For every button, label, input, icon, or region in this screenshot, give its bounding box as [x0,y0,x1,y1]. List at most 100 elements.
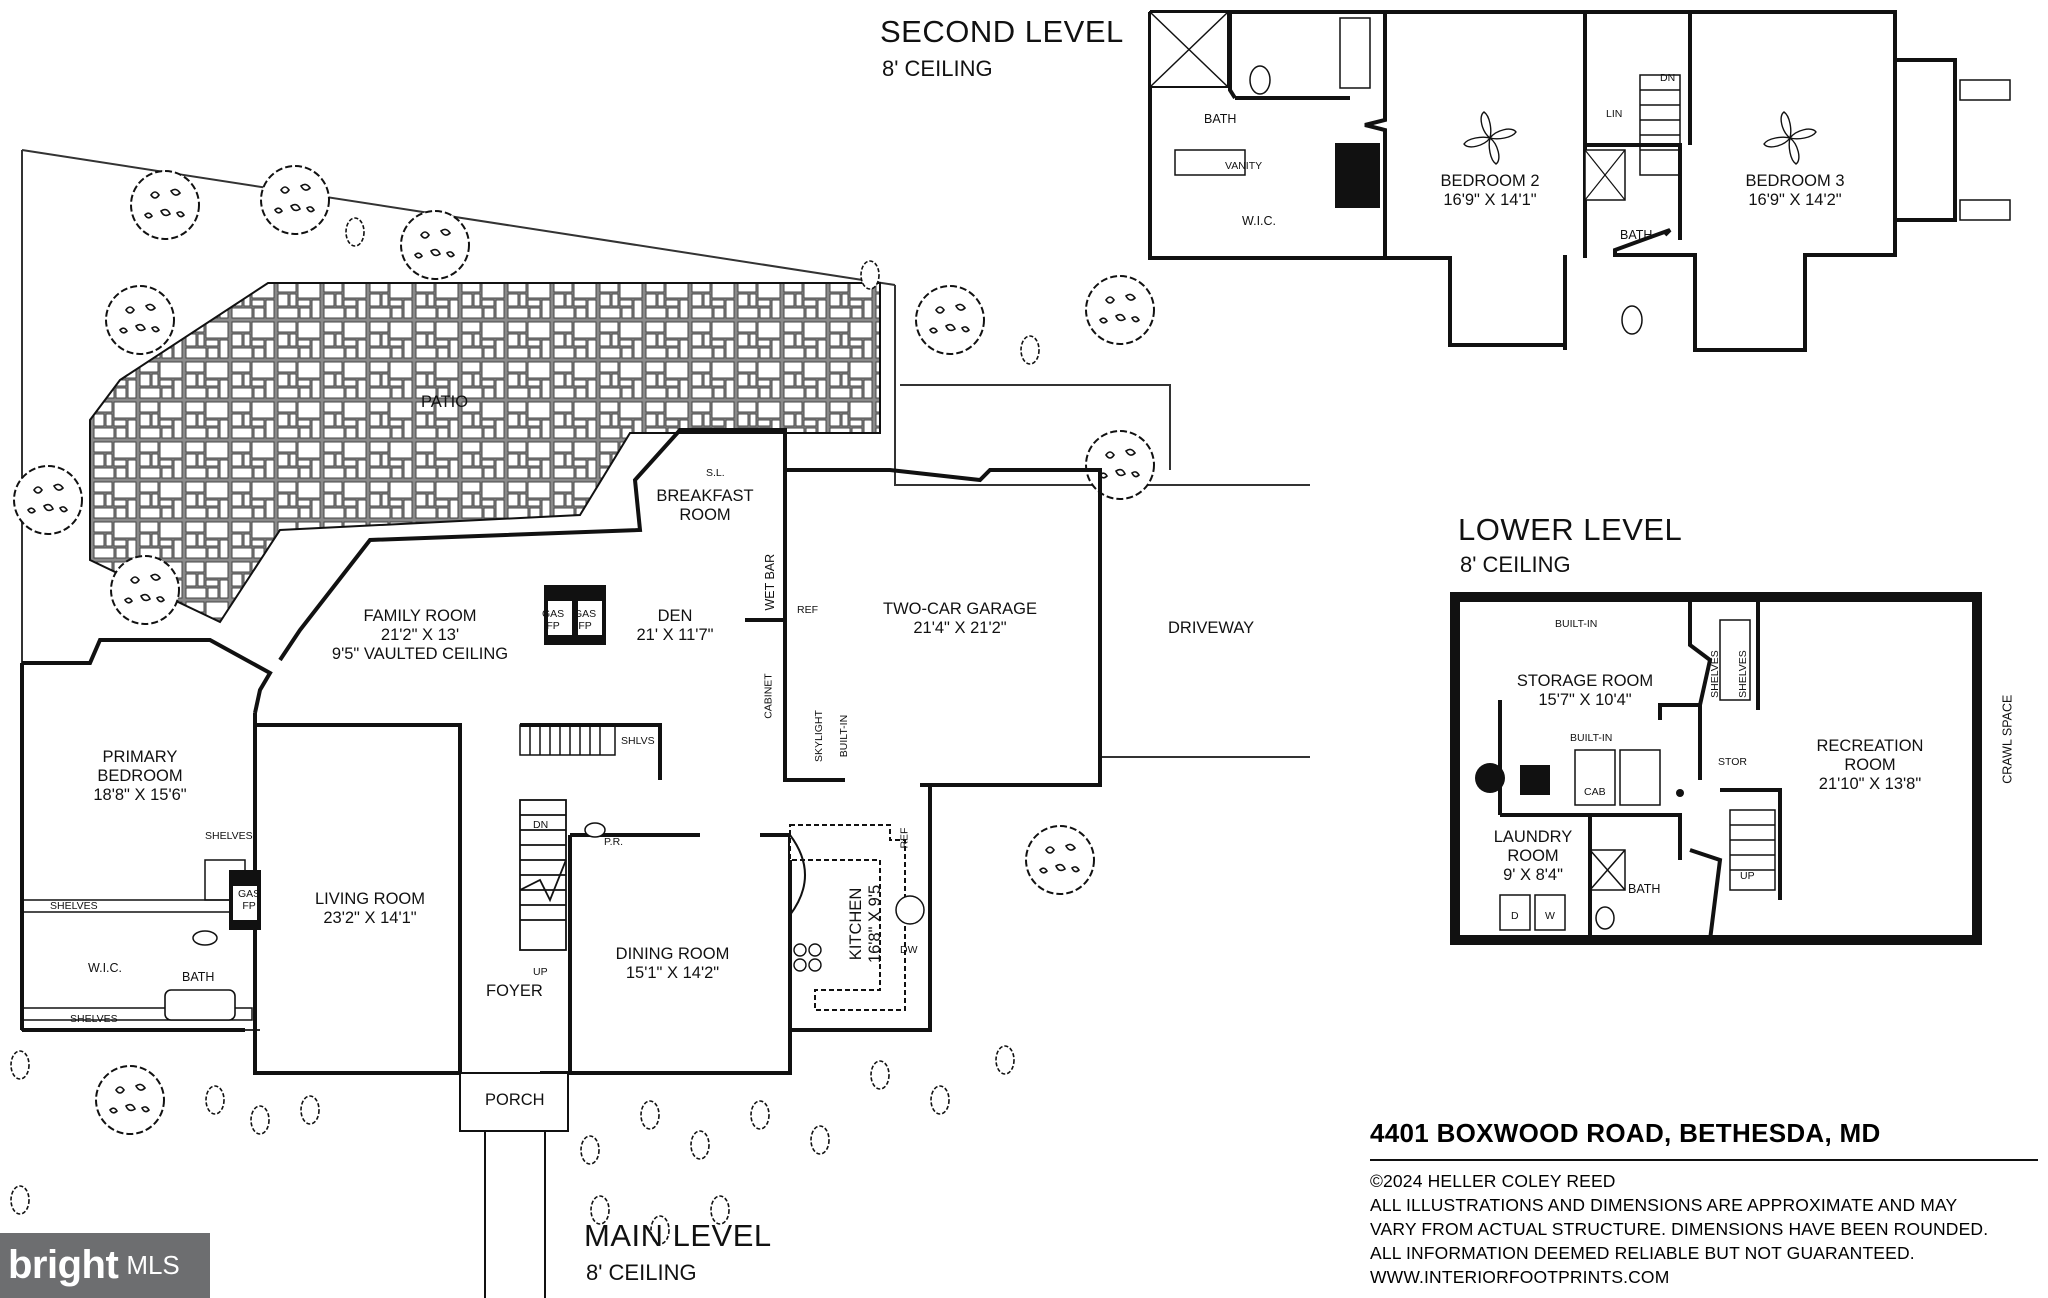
laundry-room-dimensions: 9' X 8'4" [1503,865,1563,884]
cabinet-label: CABINET [762,673,775,719]
dining-room-label: DINING ROOM 15'1" X 14'2" [600,945,745,983]
family-room-name: FAMILY ROOM [363,607,477,625]
den-dimensions: 21' X 11'7" [636,625,714,644]
garage-label: TWO-CAR GARAGE 21'4" X 21'2" [880,600,1040,638]
mls-text: MLS [126,1250,180,1280]
second-bath-label-2: BATH [1620,228,1653,242]
storage-room-label: STORAGE ROOM 15'7" X 10'4" [1510,672,1660,710]
lower-stair-up-label: UP [1740,870,1755,882]
linen-label: LIN [1606,108,1623,120]
lower-level-title: LOWER LEVEL [1458,512,1683,547]
main-level-title: MAIN LEVEL [584,1218,772,1253]
primary-bedroom-label: PRIMARY BEDROOM 18'8" X 15'6" [80,748,200,805]
laundry-room-name2: ROOM [1507,846,1559,865]
copyright-line: ©2024 HELLER COLEY REED [1370,1171,1616,1191]
shlvs-label: SHLVS [621,735,655,747]
disclaimer-line-3: ALL INFORMATION DEEMED RELIABLE BUT NOT … [1370,1243,1915,1263]
breakfast-room-name2: ROOM [679,505,731,524]
stor-label: STOR [1718,756,1747,768]
skylight-label: SKYLIGHT [812,710,825,762]
second-wic-label: W.I.C. [1242,214,1277,228]
second-level-title: SECOND LEVEL [880,14,1124,49]
ref-label-2: REF [898,827,911,849]
dining-room-dimensions: 15'1" X 14'2" [625,963,720,982]
family-room-note: 9'5" VAULTED CEILING [331,644,509,663]
stair-up-label: UP [533,966,548,978]
powder-room-label: P.R. [604,836,624,848]
recreation-room-dimensions: 21'10" X 13'8" [1818,774,1922,793]
washer-label: W [1545,910,1555,922]
garage-dimensions: 21'4" X 21'2" [913,618,1007,637]
living-room-dimensions: 23'2" X 14'1" [323,908,417,927]
cab-label: CAB [1584,786,1606,798]
gas-fp-a-line2: FP [546,620,560,633]
storage-room-name: STORAGE ROOM [1516,672,1654,690]
built-in-label: BUILT-IN [838,714,851,758]
patio-label: PATIO [421,393,469,411]
den-label: DEN 21' X 11'7" [620,607,730,645]
bedroom-3-label: BEDROOM 3 16'9" X 14'2" [1730,172,1860,210]
gas-fp-c-line2: FP [242,900,256,913]
bath-label-main: BATH [182,970,215,984]
dishwasher-label: DW [900,944,918,956]
laundry-room-name: LAUNDRY [1493,828,1573,846]
garage-name: TWO-CAR GARAGE [882,600,1037,618]
lower-shelves-label-2: SHELVES [1736,650,1749,698]
bright-mls-watermark: bright MLS [0,1233,210,1298]
living-room-name: LIVING ROOM [314,890,425,908]
bedroom-3-dimensions: 16'9" X 14'2" [1748,190,1842,209]
family-room-label: FAMILY ROOM 21'2" X 13' 9'5" VAULTED CEI… [320,607,520,664]
website-line: WWW.INTERIORFOOTPRINTS.COM [1370,1267,1670,1287]
second-stair-down-label: DN [1660,72,1676,84]
lower-shelves-label-1: SHELVES [1708,650,1721,698]
laundry-room-label: LAUNDRY ROOM 9' X 8'4" [1488,828,1578,885]
gas-fp-c-line1: GAS [238,888,261,900]
gas-fireplace-label-b: GAS FP [574,608,596,632]
main-level-ceiling: 8' CEILING [586,1260,697,1285]
breakfast-room-label: BREAKFAST ROOM [655,487,755,525]
shelves-label-1: SHELVES [205,830,253,842]
gas-fp-b-line2: FP [578,620,592,633]
gas-fp-b-line1: GAS [574,608,597,620]
recreation-room-label: RECREATION ROOM 21'10" X 13'8" [1800,737,1940,794]
footer-block: 4401 BOXWOOD ROAD, BETHESDA, MD ©2024 HE… [1370,1118,2048,1289]
living-room-label: LIVING ROOM 23'2" X 14'1" [300,890,440,928]
disclaimer-line-2: VARY FROM ACTUAL STRUCTURE. DIMENSIONS H… [1370,1219,1989,1239]
recreation-room-name: RECREATION [1816,737,1924,755]
recreation-room-name2: ROOM [1844,755,1896,774]
disclaimer-line-1: ALL ILLUSTRATIONS AND DIMENSIONS ARE APP… [1370,1195,1958,1215]
family-room-dimensions: 21'2" X 13' [380,625,460,644]
bright-brand-text: bright [8,1243,119,1287]
lower-bath-label: BATH [1628,882,1661,896]
dining-room-name: DINING ROOM [615,945,730,963]
vanity-label: VANITY [1225,160,1263,172]
ref-label-1: REF [797,604,818,616]
gas-fireplace-label-c: GAS FP [238,888,260,912]
wic-label-main: W.I.C. [88,961,123,975]
primary-bedroom-dimensions: 18'8" X 15'6" [93,785,187,804]
kitchen-name: KITCHEN [847,887,866,961]
gas-fp-a-line1: GAS [542,608,565,620]
bedroom-3-name: BEDROOM 3 [1745,172,1845,190]
bedroom-2-label: BEDROOM 2 16'9" X 14'1" [1425,172,1555,210]
dryer-label: D [1511,910,1519,922]
crawl-space-label: CRAWL SPACE [2000,694,2015,784]
second-bath-label-1: BATH [1204,112,1237,126]
wet-bar-label: WET BAR [763,553,778,611]
stair-down-label: DN [533,819,549,831]
kitchen-label: KITCHEN 16'8" X 9'5 [847,864,885,984]
den-name: DEN [657,607,693,625]
storage-room-dimensions: 15'7" X 10'4" [1538,690,1632,709]
porch-label: PORCH [485,1091,545,1109]
primary-bedroom-name: PRIMARY [102,748,178,766]
kitchen-dimensions: 16'8" X 9'5 [866,884,884,964]
gas-fireplace-label-a: GAS FP [542,608,564,632]
foyer-label: FOYER [486,982,543,1000]
lower-built-in-label-1: BUILT-IN [1555,618,1598,630]
bedroom-2-name: BEDROOM 2 [1440,172,1540,190]
property-address: 4401 BOXWOOD ROAD, BETHESDA, MD [1370,1118,2038,1161]
shelves-label-2: SHELVES [50,900,98,912]
breakfast-room-name: BREAKFAST [656,487,754,505]
skylight-marker: S.L. [706,467,725,479]
